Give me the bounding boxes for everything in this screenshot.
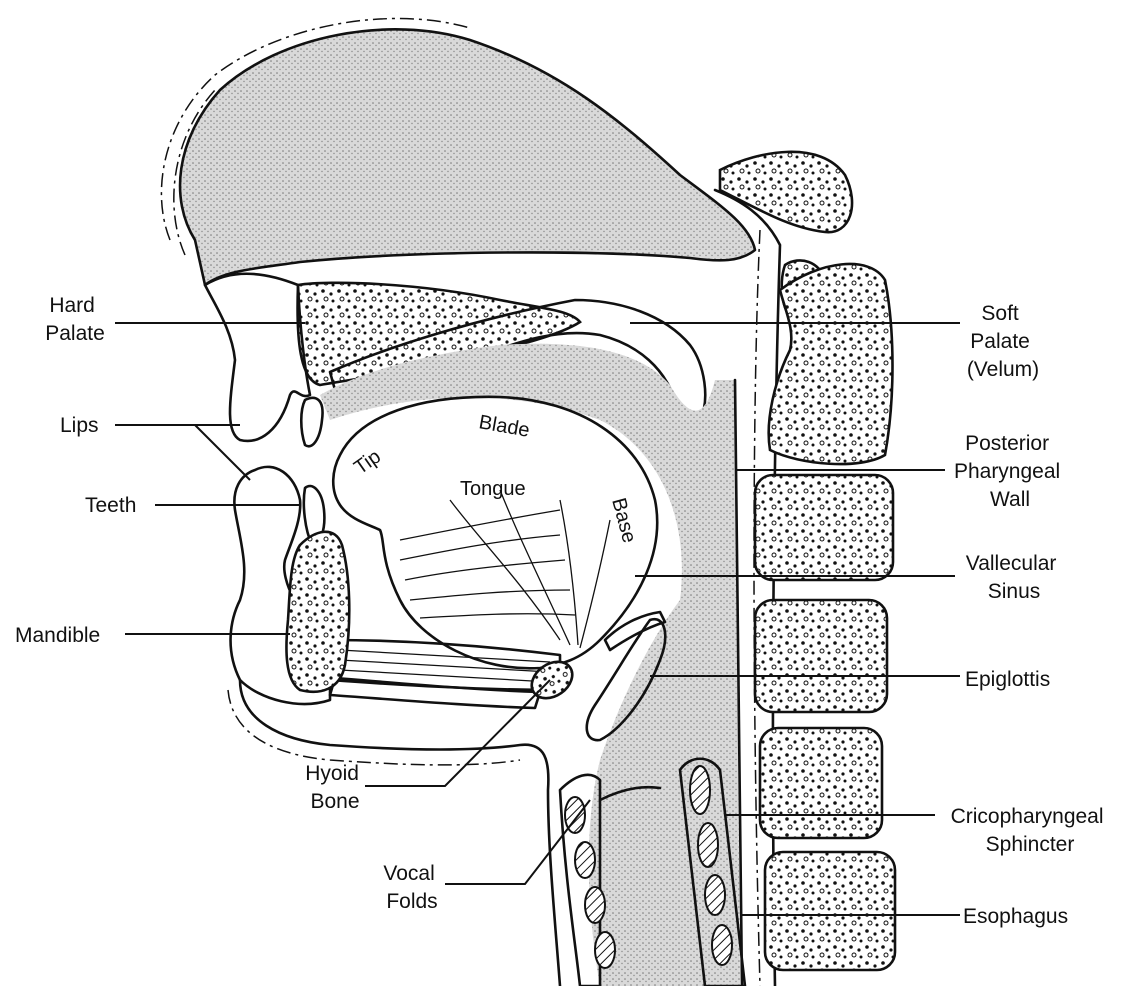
soft-palate-label: Soft Palate (Velum) [967,302,1039,381]
vallecular-sinus-label: Vallecular Sinus [966,552,1063,603]
muscle-lines [340,650,550,682]
posterior-pharyngeal-wall-label: Posterior Pharyngeal Wall [954,432,1066,511]
tongue-base-label: Base [607,496,640,546]
lips-label: Lips [60,414,99,437]
vocal-folds-label: Vocal Folds [383,862,440,913]
epiglottis-label: Epiglottis [965,668,1050,691]
vertebra-c6 [765,852,895,970]
tongue-fibers [400,490,610,648]
nasal-cavity [180,29,755,285]
hyoid-bone-label: Hyoid Bone [305,762,365,813]
pharynx [320,344,740,986]
upper-lip [205,274,310,441]
tongue-blade-label: Blade [477,411,531,442]
vertebra-top [720,152,852,232]
teeth-label: Teeth [85,494,136,517]
mandible-bone [286,532,349,692]
vertebra-c3 [755,475,893,580]
hard-palate-label: Hard Palate [45,294,105,345]
cricopharyngeal-sphincter-label: Cricopharyngeal Sphincter [951,805,1110,856]
mouth-floor-muscle [330,640,560,690]
esophagus-label: Esophagus [963,905,1068,928]
tongue-label: Tongue [460,478,526,500]
vertebra-c4 [755,600,887,712]
tongue [333,397,657,668]
upper-tooth [301,398,322,446]
vertebra-c2 [769,264,893,464]
mandible-label: Mandible [15,624,100,647]
vertebra-c5 [760,728,882,838]
tongue-tip-label: Tip [350,446,385,480]
